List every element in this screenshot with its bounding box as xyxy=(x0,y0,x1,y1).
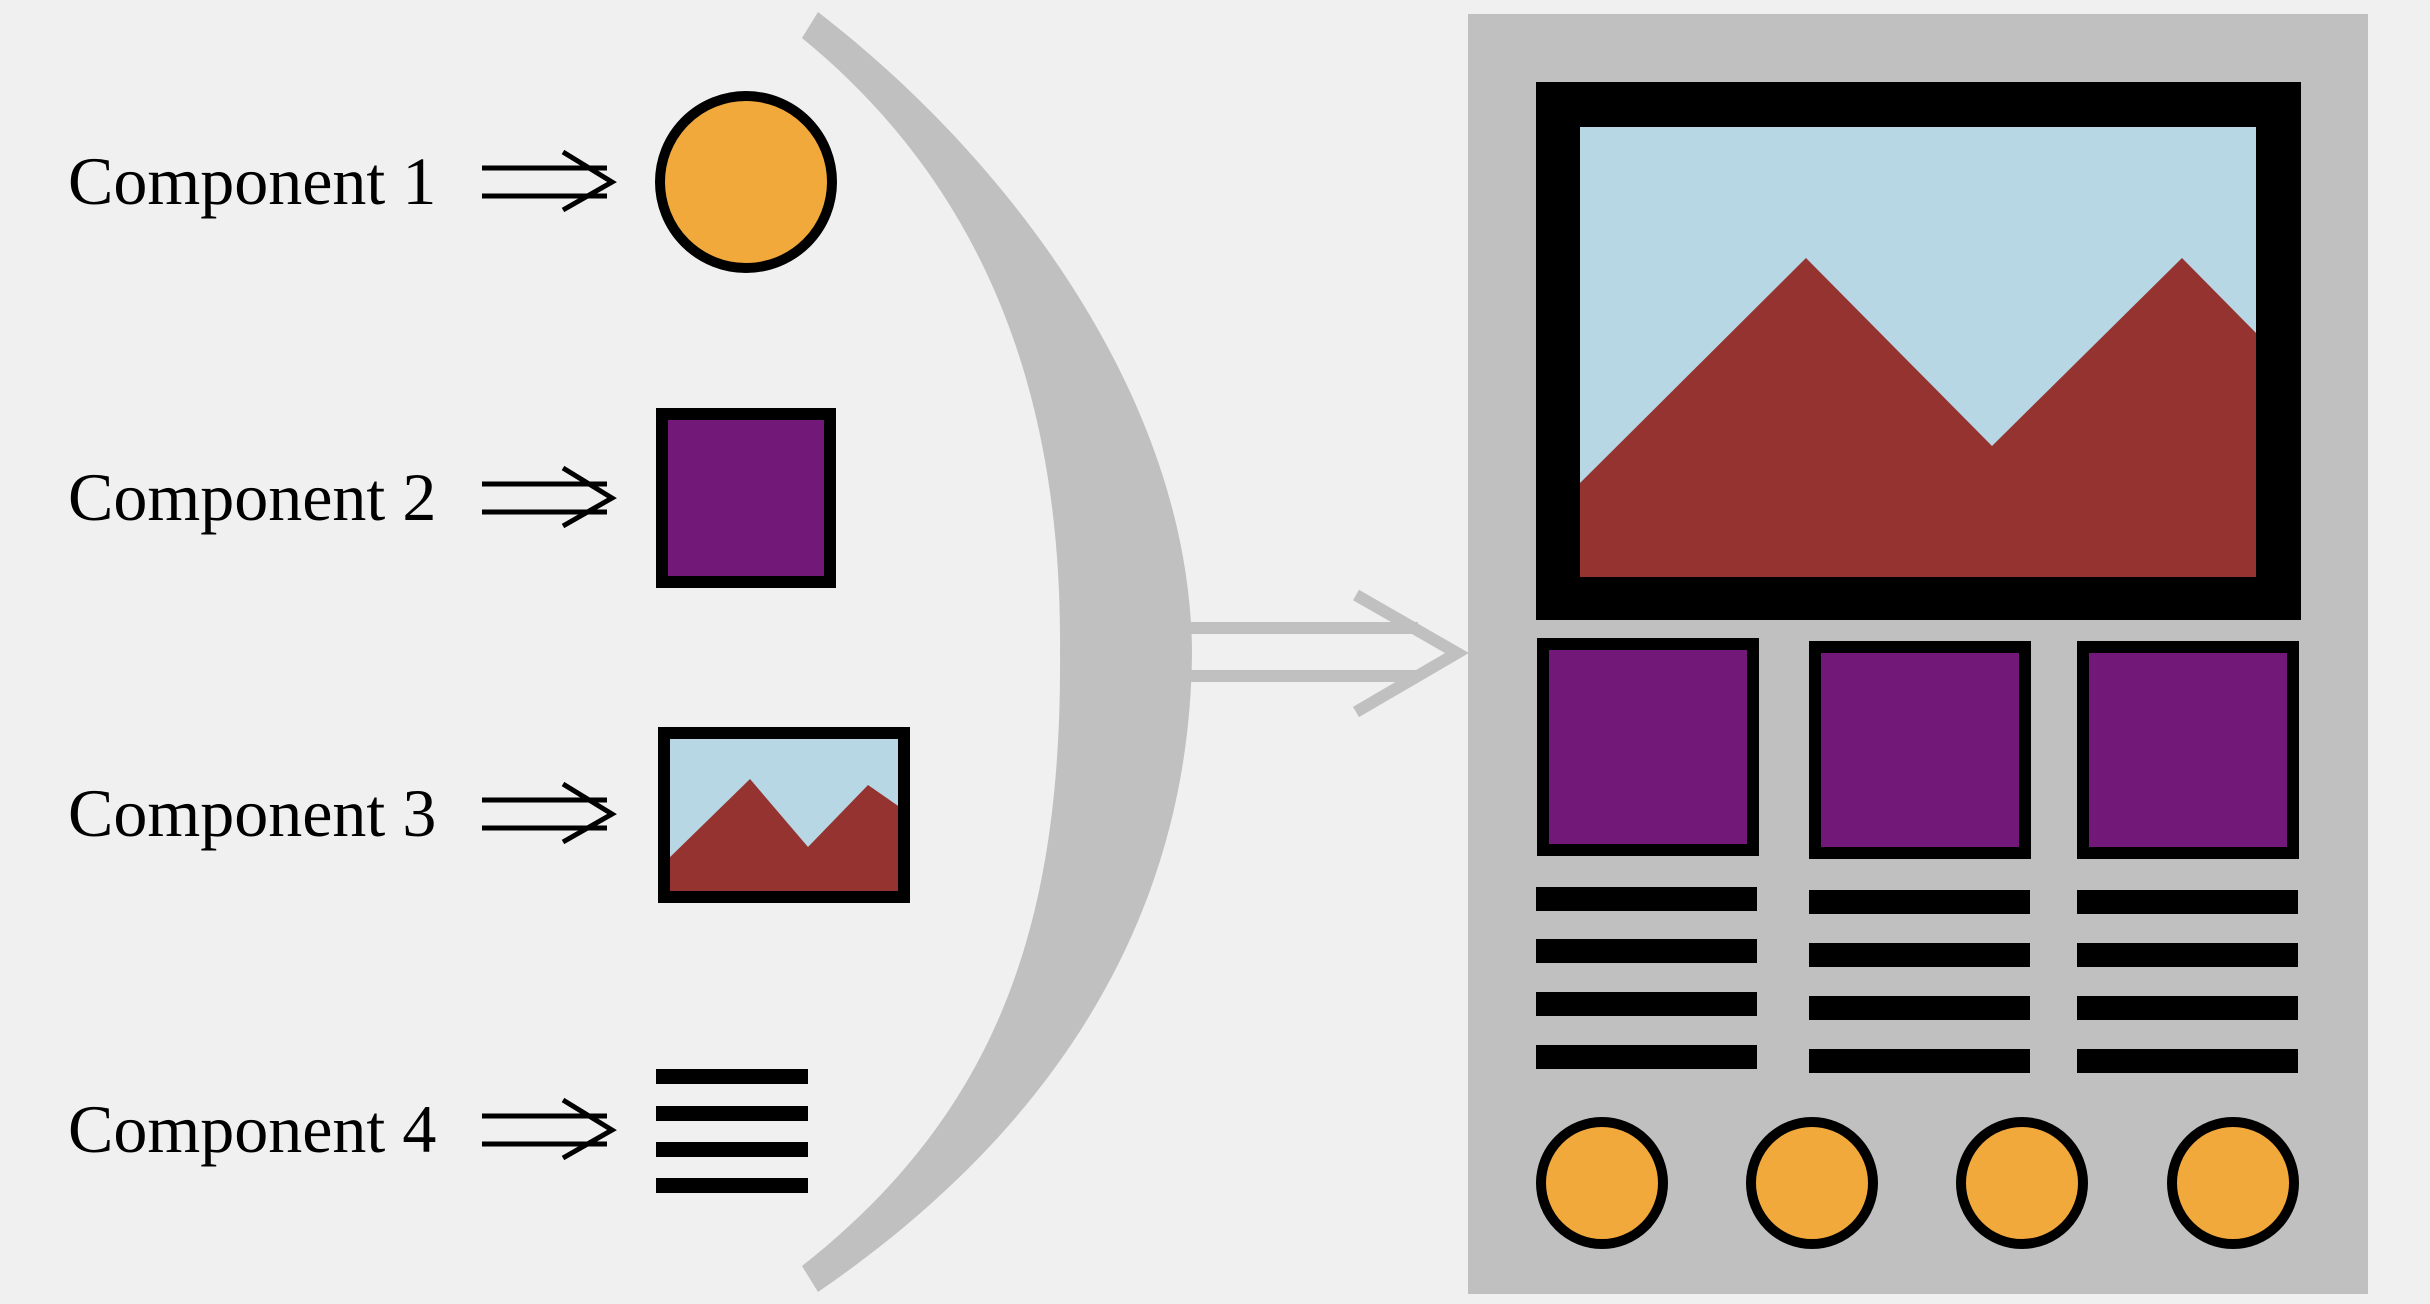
component-3-label: Component 3 xyxy=(68,775,436,851)
component-4-label: Component 4 xyxy=(68,1091,436,1167)
layout-panel xyxy=(1468,14,2368,1294)
purple-square-icon xyxy=(656,408,836,588)
component-row-4: Component 4 xyxy=(68,1069,808,1193)
orange-circle-icon xyxy=(655,91,837,273)
purple-square xyxy=(1809,641,2031,859)
bracket-shape xyxy=(802,12,1192,1292)
component-row-3: Component 3 xyxy=(68,727,910,903)
purple-square xyxy=(1537,638,1759,856)
double-arrow-icon xyxy=(482,781,617,845)
component-2-label: Component 2 xyxy=(68,459,436,535)
image-placeholder-icon xyxy=(658,727,910,903)
orange-circle xyxy=(1536,1117,1668,1249)
text-lines-block xyxy=(1809,890,2030,1073)
component-row-2: Component 2 xyxy=(68,408,836,588)
double-arrow-icon xyxy=(482,465,617,529)
double-arrow-icon xyxy=(482,149,617,213)
purple-square-row xyxy=(1537,638,2299,859)
orange-circle xyxy=(1746,1117,1878,1249)
double-arrow-icon xyxy=(482,1097,617,1161)
text-lines-block xyxy=(1536,887,1757,1069)
component-1-label: Component 1 xyxy=(68,143,436,219)
text-lines-block xyxy=(2077,890,2298,1073)
big-arrow-icon xyxy=(1188,589,1469,718)
orange-circle xyxy=(1956,1117,2088,1249)
component-row-1: Component 1 xyxy=(68,91,837,273)
orange-circle xyxy=(2167,1117,2299,1249)
hero-image xyxy=(1536,82,2301,620)
text-lines-icon xyxy=(656,1069,808,1193)
orange-circle-row xyxy=(1536,1117,2299,1249)
purple-square xyxy=(2077,641,2299,859)
